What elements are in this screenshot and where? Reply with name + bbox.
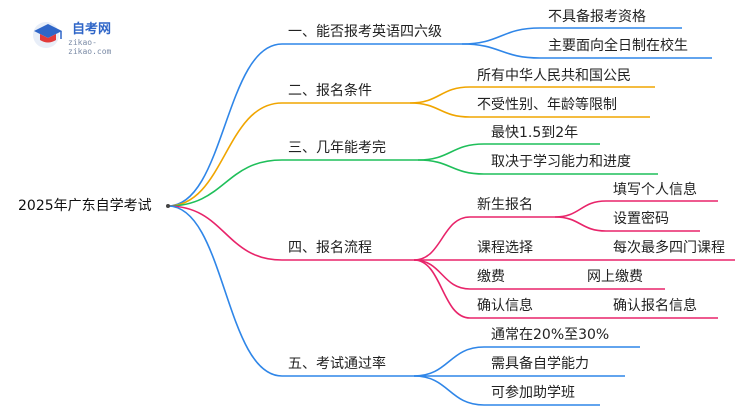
sub-node: 课程选择 (477, 240, 533, 256)
leaf-node: 取决于学习能力和进度 (491, 154, 631, 170)
branch-node: 三、几年能考完 (288, 140, 386, 156)
sub-connector (413, 259, 471, 290)
logo-name: 自考网 (72, 22, 112, 37)
leaf-node: 最快1.5到2年 (491, 125, 579, 141)
leaf-node: 填写个人信息 (613, 182, 697, 198)
logo-domain: zikao-zikao.com (68, 38, 112, 56)
leaf-connector (409, 102, 471, 118)
branch-connector (167, 205, 283, 377)
leaf-node: 网上缴费 (587, 269, 643, 285)
leaf-connector (413, 346, 485, 377)
leaf-connector (461, 43, 541, 59)
leaf-node: 每次最多四门课程 (613, 240, 725, 256)
leaf-connector (417, 143, 485, 161)
branch-connector (167, 159, 283, 207)
sub-node: 确认信息 (477, 298, 533, 314)
branch-connector (167, 43, 283, 207)
branch-connector (167, 205, 283, 261)
site-logo: 自考网 zikao-zikao.com (30, 18, 140, 56)
leaf-node: 需具备自学能力 (491, 356, 589, 372)
branch-node: 二、报名条件 (288, 83, 372, 99)
sub-node: 缴费 (477, 269, 505, 285)
sub-connector (413, 216, 471, 261)
leaf-node: 所有中华人民共和国公民 (477, 68, 631, 84)
leaf-node: 主要面向全日制在校生 (548, 38, 688, 54)
branch-connector (167, 102, 283, 207)
leaf-node: 不受性别、年龄等限制 (477, 97, 617, 113)
leaf-node: 通常在20%至30% (491, 327, 610, 343)
leaf-connector (417, 159, 485, 175)
branch-node: 四、报名流程 (288, 240, 372, 256)
leaf-connector (554, 216, 607, 232)
root-node: 2025年广东自学考试 (18, 198, 152, 214)
leaf-connector (554, 200, 607, 218)
leaf-connector (409, 86, 471, 104)
root-anchor (166, 204, 170, 208)
sub-connector (413, 259, 471, 319)
leaf-connector (413, 375, 485, 406)
leaf-node: 确认报名信息 (613, 298, 697, 314)
branch-node: 一、能否报考英语四六级 (288, 24, 442, 40)
leaf-connector (461, 27, 541, 45)
sub-node: 新生报名 (477, 197, 533, 213)
leaf-node: 不具备报考资格 (548, 9, 646, 25)
branch-node: 五、考试通过率 (288, 356, 386, 372)
graduation-cap-icon (33, 22, 62, 48)
leaf-node: 可参加助学班 (491, 385, 575, 401)
leaf-node: 设置密码 (613, 211, 669, 227)
